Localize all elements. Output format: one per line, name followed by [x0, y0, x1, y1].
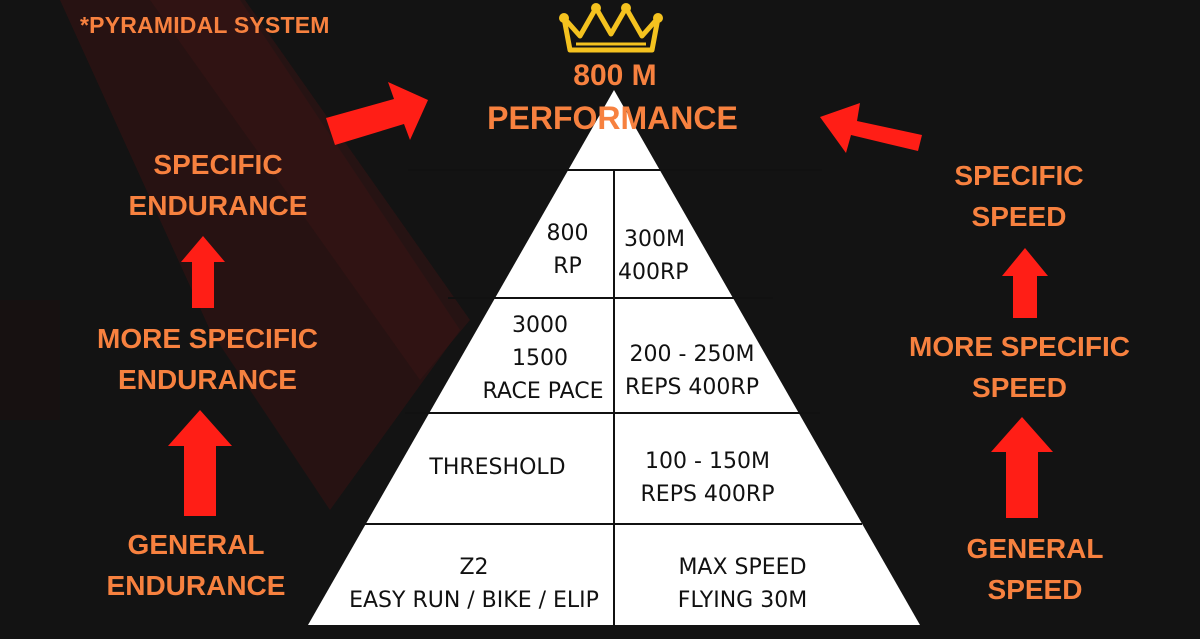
- tier2-right: 200 - 250M REPS 400RP: [625, 342, 759, 400]
- arrow-up-icon: [1002, 248, 1048, 318]
- tier4-left: Z2 EASY RUN / BIKE / ELIP: [349, 555, 599, 613]
- system-caption: *PYRAMIDAL SYSTEM: [80, 12, 330, 38]
- tier4-right: MAX SPEED FLYING 30M: [677, 555, 808, 613]
- left-top-label: SPECIFIC ENDURANCE: [128, 149, 308, 221]
- left-bottom-label: GENERAL ENDURANCE: [106, 529, 286, 601]
- tier3-right: 100 - 150M REPS 400RP: [640, 449, 775, 507]
- arrow-up-icon: [181, 236, 225, 308]
- arrow-diagonal-icon: [820, 103, 922, 153]
- right-middle-label: MORE SPECIFIC SPEED: [909, 331, 1130, 403]
- arrow-up-icon: [991, 417, 1053, 518]
- tier2-left: 3000 1500 RACE PACE: [482, 313, 604, 404]
- right-top-label: SPECIFIC SPEED: [954, 160, 1084, 232]
- arrow-up-icon: [168, 410, 232, 516]
- right-bottom-label: GENERAL SPEED: [966, 533, 1104, 605]
- left-middle-label: MORE SPECIFIC ENDURANCE: [97, 323, 318, 395]
- crown-icon: [559, 3, 663, 53]
- tier3-left: THRESHOLD: [429, 455, 566, 480]
- peak-title-line2: PERFORMANCE: [487, 100, 738, 136]
- peak-title-line1: 800 M: [573, 59, 657, 92]
- tier1-right: 300M 400RP: [618, 227, 689, 285]
- arrow-diagonal-icon: [326, 82, 428, 145]
- tier1-left: 800 RP: [546, 221, 589, 279]
